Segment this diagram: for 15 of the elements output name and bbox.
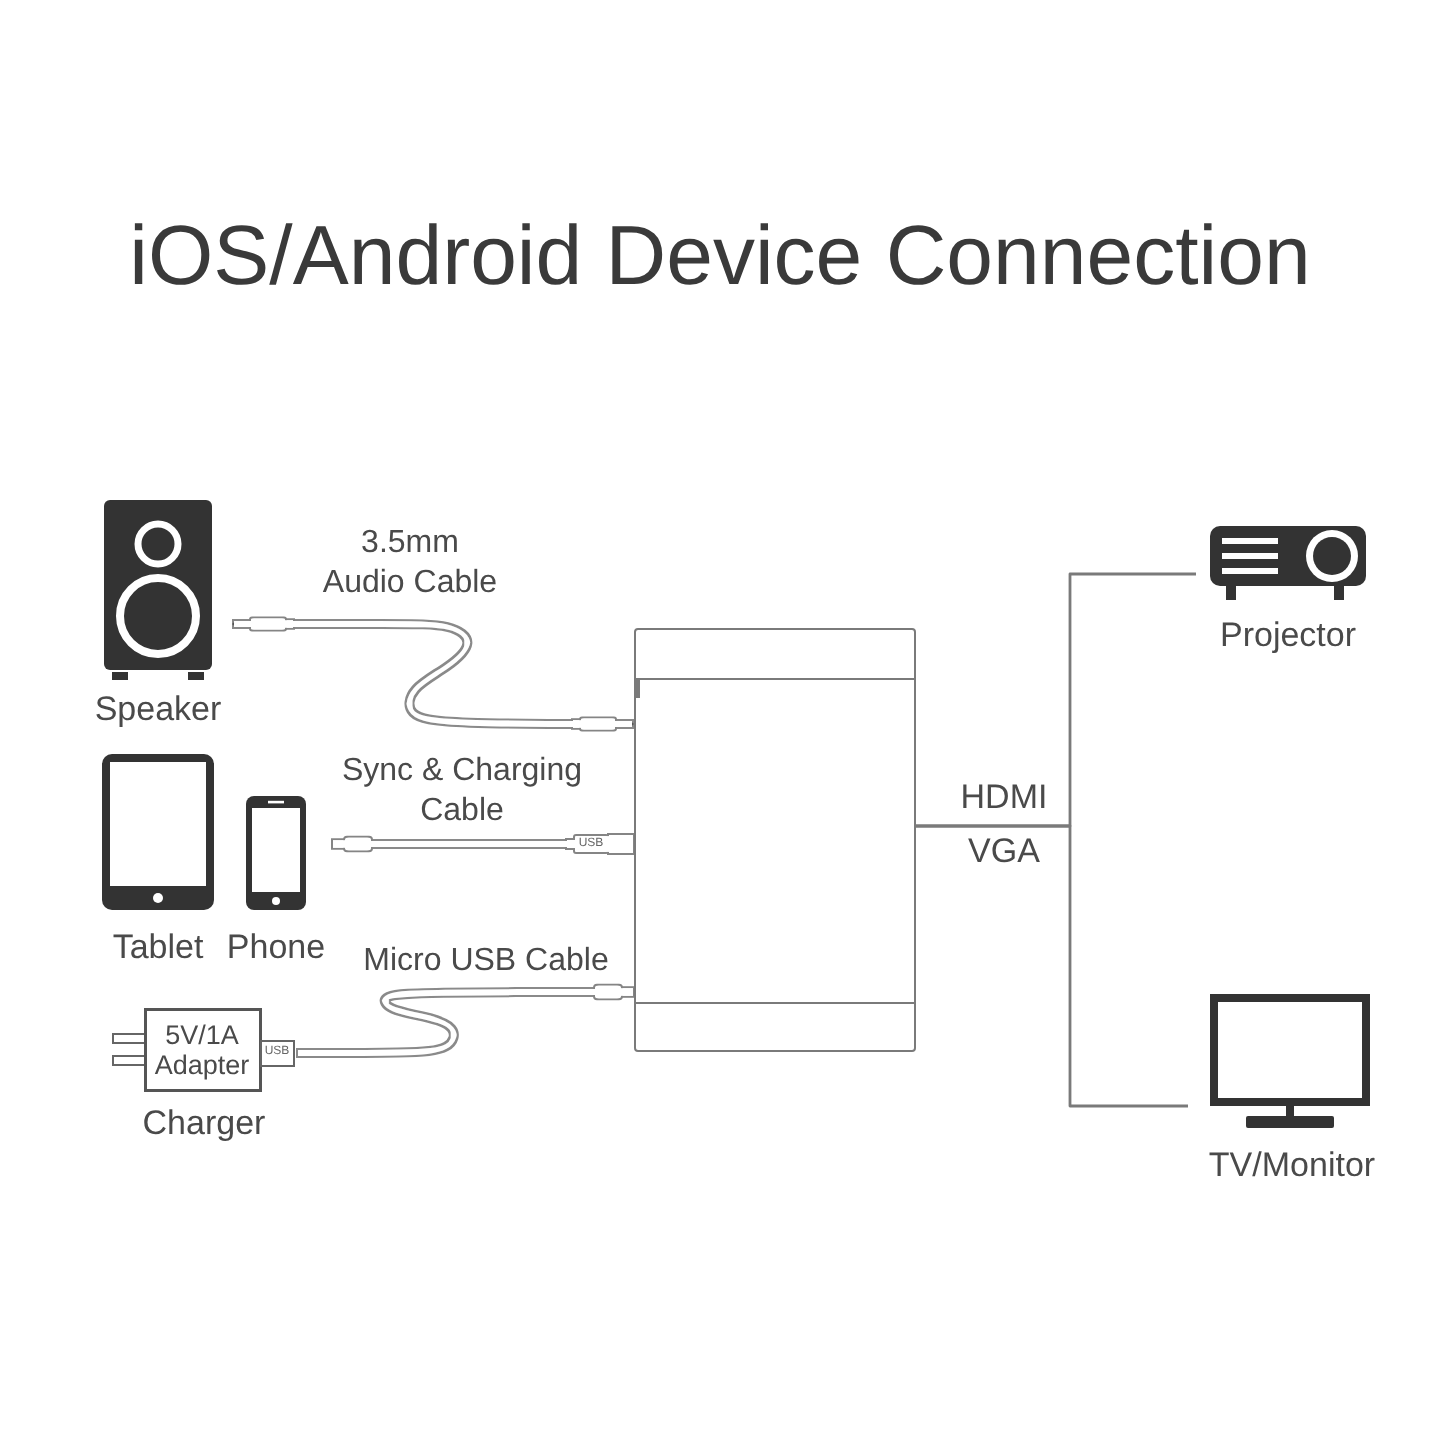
device-box (634, 628, 916, 1052)
signal-label: HDMI (958, 778, 1050, 818)
connector-line (916, 824, 1188, 1108)
device-caption: Charger (140, 1104, 268, 1144)
cable (331, 833, 635, 855)
signal-label: VGA (966, 832, 1042, 872)
device-caption: TV/Monitor (1206, 1146, 1378, 1186)
cable (296, 983, 635, 1058)
title: iOS/Android Device Connection (127, 208, 1313, 304)
device-caption: Projector (1217, 616, 1359, 656)
cable (231, 616, 635, 732)
device-caption: Phone (224, 928, 328, 968)
adapter-rating-text: 5V/1A Adapter (152, 1020, 252, 1080)
device-caption: Tablet (110, 928, 206, 968)
device-caption: Speaker (92, 690, 224, 730)
